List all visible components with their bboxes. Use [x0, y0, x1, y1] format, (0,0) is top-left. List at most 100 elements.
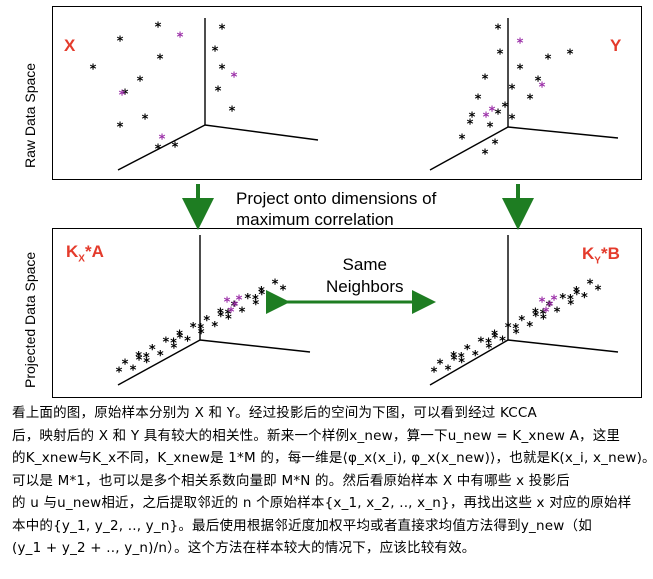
paragraph-line-1: 看上面的图，原始样本分别为 X 和 Y。经过投影后的空间为下图，可以看到经过 K…: [12, 405, 537, 421]
raw-x-point: *: [215, 85, 222, 100]
projected-x-point: *: [252, 298, 259, 313]
projected-x-point: *: [190, 321, 197, 336]
raw-x-point: *: [172, 141, 179, 156]
explanation-paragraph: 看上面的图，原始样本分别为 X 和 Y。经过投影后的空间为下图，可以看到经过 K…: [12, 402, 653, 560]
projected-x-point: *: [252, 293, 259, 308]
paragraph-line-2: 后，映射后的 X 和 Y 具有较大的相关性。新来一个样例x_new，算一下u_n…: [12, 427, 621, 444]
raw-x-point: *: [219, 63, 226, 78]
kx-rest: *A: [84, 242, 104, 261]
raw-y-point: *: [535, 75, 542, 90]
projected-x-point: *: [225, 307, 232, 322]
projected-x-point: *: [258, 285, 265, 300]
raw-y-point: *: [459, 133, 466, 148]
raw-y-highlight-point: *: [517, 37, 524, 52]
projected-x-point: *: [157, 349, 164, 364]
projected-y-point: *: [540, 307, 547, 322]
ky-sub: Y: [594, 255, 601, 267]
projected-y-point: *: [492, 332, 499, 347]
projected-y-point: *: [458, 356, 465, 371]
projected-y-point: *: [472, 349, 479, 364]
raw-y-point: *: [467, 118, 474, 133]
raw-x-point: *: [212, 45, 219, 60]
raw-x-point: *: [117, 35, 124, 50]
axes-projected-y: [429, 235, 619, 386]
projected-y-point: *: [478, 336, 485, 351]
raw-y-point: *: [545, 53, 552, 68]
projected-x-highlight-point: *: [236, 294, 243, 309]
paragraph-line-7: (y_1 + y_2 + .., y_n)/n）。这个方法在样本较大的情况下，应…: [12, 540, 476, 556]
projected-x-point: *: [203, 314, 210, 329]
raw-x-point: *: [137, 75, 144, 90]
projected-x-point: *: [258, 288, 265, 303]
projected-y-point: *: [595, 284, 602, 299]
same-line-2: Neighbors: [326, 277, 404, 296]
projected-x-point: *: [136, 354, 143, 369]
raw-x-point: *: [219, 23, 226, 38]
projected-y-point: *: [464, 343, 471, 358]
projected-y-point: *: [546, 299, 553, 314]
project-line-2: maximum correlation: [236, 210, 394, 229]
raw-y-highlight-point: *: [483, 111, 490, 126]
raw-x-point: *: [142, 113, 149, 128]
raw-y-point: *: [487, 121, 494, 136]
kx-sub: X: [78, 253, 85, 265]
raw-y-highlight-point: *: [489, 105, 496, 120]
projected-y-point: *: [526, 320, 533, 335]
projected-x-point: *: [272, 278, 279, 293]
projected-y-point: *: [573, 285, 580, 300]
ky-rest: *B: [600, 244, 620, 263]
raw-y-point: *: [482, 73, 489, 88]
same-neighbors-caption: Same Neighbors: [326, 254, 404, 298]
projected-y-point: *: [431, 366, 438, 381]
raw-x-point: *: [122, 88, 129, 103]
projected-x-point: *: [143, 351, 150, 366]
raw-y-point: *: [495, 108, 502, 123]
projected-x-point: *: [171, 342, 178, 357]
projected-y-highlight-point: *: [539, 296, 546, 311]
projected-x-highlight-point: *: [228, 306, 235, 321]
raw-x-point: *: [90, 63, 97, 78]
projected-y-point: *: [451, 354, 458, 369]
projected-y-point: *: [458, 351, 465, 366]
axes-projected-x: [117, 235, 311, 386]
raw-x-point: *: [155, 21, 162, 36]
projected-x-point: *: [266, 291, 273, 306]
projected-y-point: *: [567, 293, 574, 308]
projected-y-highlight-point: *: [543, 306, 550, 321]
projected-y-point: *: [499, 334, 506, 349]
projected-y-point: *: [491, 328, 498, 343]
raw-y-point: *: [567, 48, 574, 63]
paragraph-line-3: 的K_xnew与K_x不同，K_xnew是 1*M 的，每一维是⟨φ_x(x_i…: [12, 450, 653, 466]
kx-base: K: [66, 242, 79, 261]
projected-y-point: *: [587, 278, 594, 293]
kx-a-tag: KX*A: [66, 242, 104, 264]
raw-y-point: *: [482, 148, 489, 163]
raw-x-point: *: [157, 53, 164, 68]
raw-y-point: *: [475, 93, 482, 108]
projected-y-point: *: [573, 288, 580, 303]
projected-x-point: *: [130, 364, 137, 379]
projected-y-point: *: [445, 364, 452, 379]
projected-y-point: *: [437, 358, 444, 373]
project-line-1: Project onto dimensions of: [236, 189, 437, 208]
projected-y-point: *: [450, 350, 457, 365]
raw-x-point: *: [229, 105, 236, 120]
raw-y-point: *: [509, 83, 516, 98]
raw-x-point: *: [155, 143, 162, 158]
projected-y-point: *: [512, 322, 519, 337]
projected-y-highlight-point: *: [551, 294, 558, 309]
projected-x-point: *: [122, 358, 129, 373]
paragraph-line-4: 可以是 M*1，也可以是多个相关系数向量即 M*N 的。然后看原始样本 X 中有…: [12, 472, 570, 489]
projected-x-point: *: [280, 284, 287, 299]
raw-x-point: *: [117, 121, 124, 136]
projected-x-highlight-point: *: [224, 296, 231, 311]
projected-y-point: *: [559, 292, 566, 307]
projected-x-point: *: [217, 310, 224, 325]
projected-x-point: *: [225, 313, 232, 328]
raw-y-highlight-point: *: [539, 81, 546, 96]
projected-x-point: *: [198, 327, 205, 342]
projected-x-point: *: [176, 328, 183, 343]
projected-y-point: *: [486, 342, 493, 357]
raw-y-point: *: [492, 138, 499, 153]
raw-data-panel: [52, 6, 642, 180]
